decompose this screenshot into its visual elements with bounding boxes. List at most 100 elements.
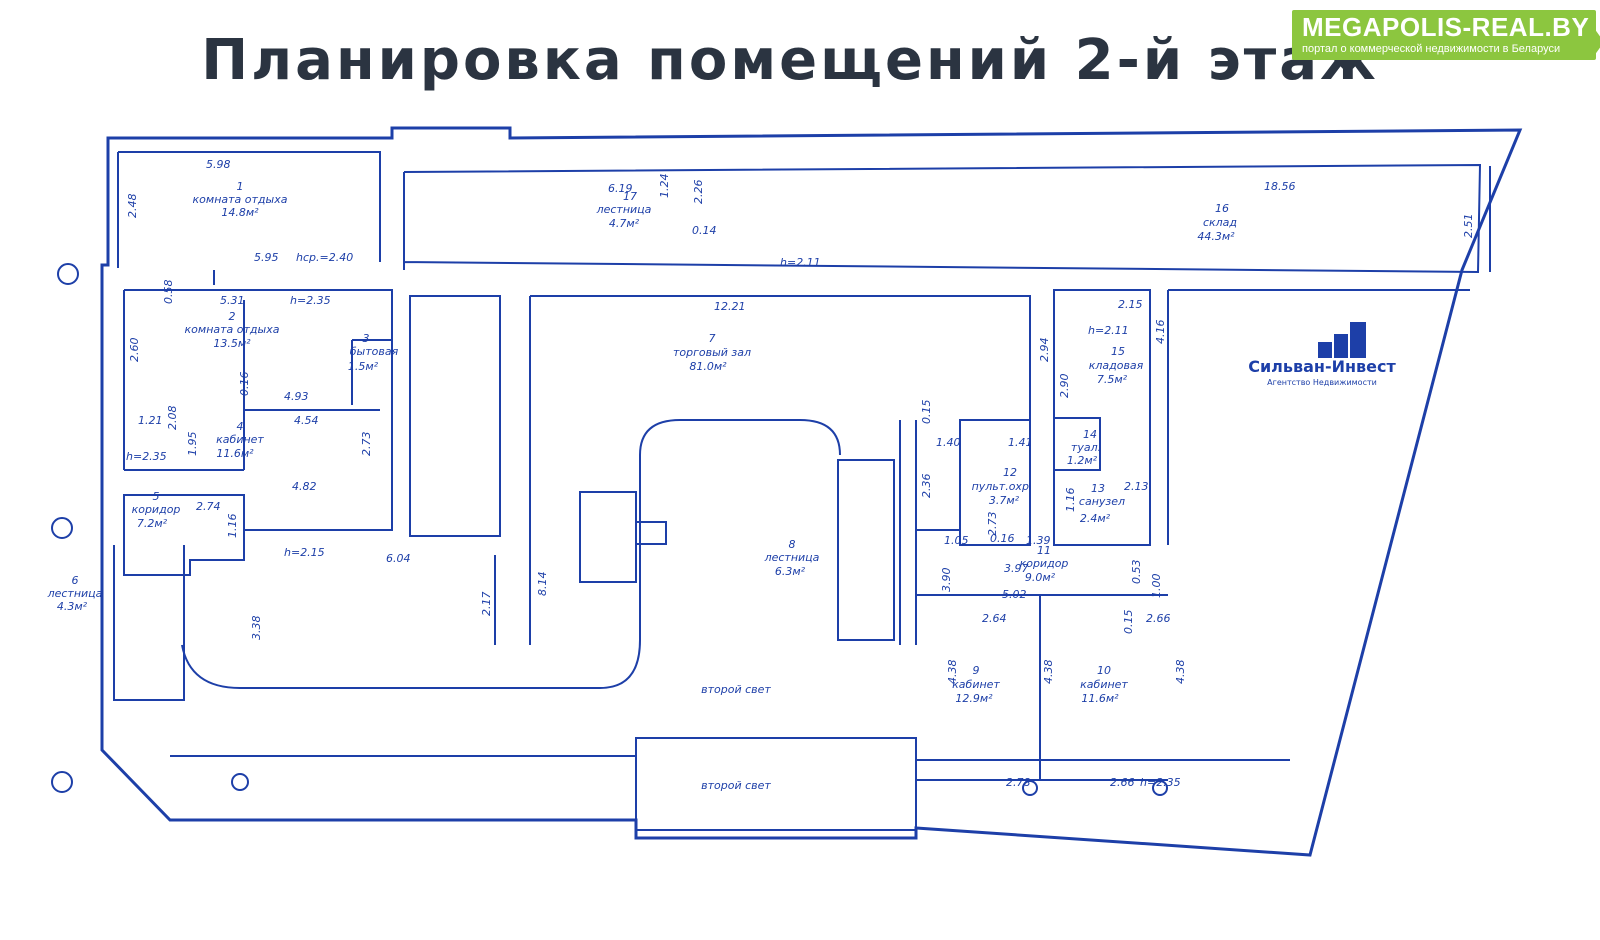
dim-label: 1.00 [1150,574,1163,599]
logo-name: Сильван-Инвест [1248,357,1396,376]
room-15-name: кладовая [1089,359,1144,372]
dim-label: 5.31 [220,294,245,307]
dim-label: 4.54 [294,414,319,427]
room-2-name: комната отдыха [185,323,280,336]
dim-label: 3.97 [1004,562,1029,575]
room-11-num: 11 [1037,544,1051,557]
dim-label: h=2.35 [1140,776,1181,789]
dim-label: 1.40 [936,436,961,449]
room-15-num: 15 [1111,345,1125,358]
dim-label: 6.19 [608,182,633,195]
dim-label: 4.38 [1042,660,1055,685]
plan-walls [100,126,1523,857]
dim-label: 1.21 [138,414,163,427]
room-10-name: кабинет [1080,678,1128,691]
dim-label: 18.56 [1264,180,1296,193]
dim-label: 2.74 [196,500,221,513]
room-6-num: 6 [72,574,79,587]
room-9-num: 9 [973,664,980,677]
badge-site: MEGAPOLIS-REAL.BY [1302,12,1590,42]
room-2-num: 2 [229,310,236,323]
second-light-label: второй свет [701,683,771,696]
room-16-num: 16 [1215,202,1229,215]
dim-label: 2.36 [920,474,933,499]
room-17-name: лестница [596,203,652,216]
room-11-name: коридор [1020,557,1069,570]
dim-label: 1.16 [1064,488,1077,513]
dim-label: 0.16 [238,372,251,397]
dim-label: 1.39 [1026,534,1051,547]
site-markers [51,263,1168,796]
room-17-area: 4.7м² [609,217,640,230]
dim-label: 4.38 [1174,660,1187,685]
dim-label: 2.73 [360,432,373,457]
room-16-area: 44.3м² [1197,230,1235,243]
dim-label: h=2.15 [284,546,325,559]
dim-label: h=2.35 [126,450,167,463]
dim-label: 5.02 [1002,588,1027,601]
room-7-name: торговый зал [673,346,751,359]
room-15-area: 7.5м² [1097,373,1128,386]
room-7-num: 7 [709,332,716,345]
room-14-num: 14 [1083,428,1097,441]
dim-label: 12.21 [714,300,746,313]
room-6-name: лестница [47,587,103,600]
room-5-name: коридор [132,503,181,516]
room-13-area: 2.4м² [1080,512,1111,525]
dim-label: 3.90 [940,568,953,593]
dim-label: 0.58 [162,280,175,305]
dim-label: 1.95 [186,432,199,457]
dim-label: 1.41 [1008,436,1033,449]
dim-label: 2.90 [1058,374,1071,399]
room-3-name: бытовая [350,345,399,358]
dim-label: 2.13 [1124,480,1149,493]
room-1-num: 1 [237,180,244,193]
dim-label: hср.=2.40 [296,251,353,264]
dim-label: 2.94 [1038,338,1051,363]
dim-label: 2.78 [1006,776,1031,789]
dim-label: 4.38 [946,660,959,685]
dim-label: 0.15 [920,400,933,425]
room-4-name: кабинет [216,433,264,446]
badge-tagline: портал о коммерческой недвижимости в Бел… [1302,43,1561,55]
room-8-name: лестница [764,551,820,564]
room-16-name: склад [1203,216,1237,229]
page-title: Планировка помещений 2-й этаж [201,28,1379,93]
room-17-num: 17 [623,190,637,203]
room-10-area: 11.6м² [1081,692,1119,705]
room-8-area: 6.3м² [775,565,806,578]
room-14-name: туал. [1071,441,1101,454]
dim-label: h=2.11 [1088,324,1129,337]
dim-label: 4.16 [1154,320,1167,345]
room-13-num: 13 [1091,482,1105,495]
dim-label: 2.15 [1118,298,1143,311]
dim-label: 2.66 [1146,612,1171,625]
company-logo: Сильван-Инвест Агентство Недвижимости [1248,322,1397,387]
dim-label: h=2.11 [780,256,821,269]
dim-label: 1.24 [658,174,671,199]
dim-label: 2.64 [982,612,1007,625]
room-2-area: 13.5м² [213,337,251,350]
dim-label: 2.08 [166,406,179,431]
room-7-area: 81.0м² [689,360,727,373]
dim-label: 2.17 [480,592,493,617]
building-logo-icon [1318,322,1366,358]
room-9-area: 12.9м² [955,692,993,705]
dim-label: 2.66 [1110,776,1135,789]
dim-label: 2.26 [692,180,705,205]
dim-label: 2.60 [128,338,141,363]
dim-label: 4.93 [284,390,309,403]
dim-label: 0.53 [1130,560,1143,585]
dim-label: 5.98 [206,158,231,171]
megapolis-badge[interactable]: MEGAPOLIS-REAL.BY портал о коммерческой … [1292,10,1600,60]
room-4-area: 11.6м² [216,447,254,460]
room-5-num: 5 [153,490,160,503]
room-10-num: 10 [1097,664,1111,677]
room-11-area: 9.0м² [1025,571,1056,584]
room-9-name: кабинет [952,678,1000,691]
dim-label: 2.48 [126,194,139,219]
dim-label: 0.16 [990,532,1015,545]
logo-subtitle: Агентство Недвижимости [1267,378,1377,387]
badge-arrow-icon [1594,28,1600,56]
